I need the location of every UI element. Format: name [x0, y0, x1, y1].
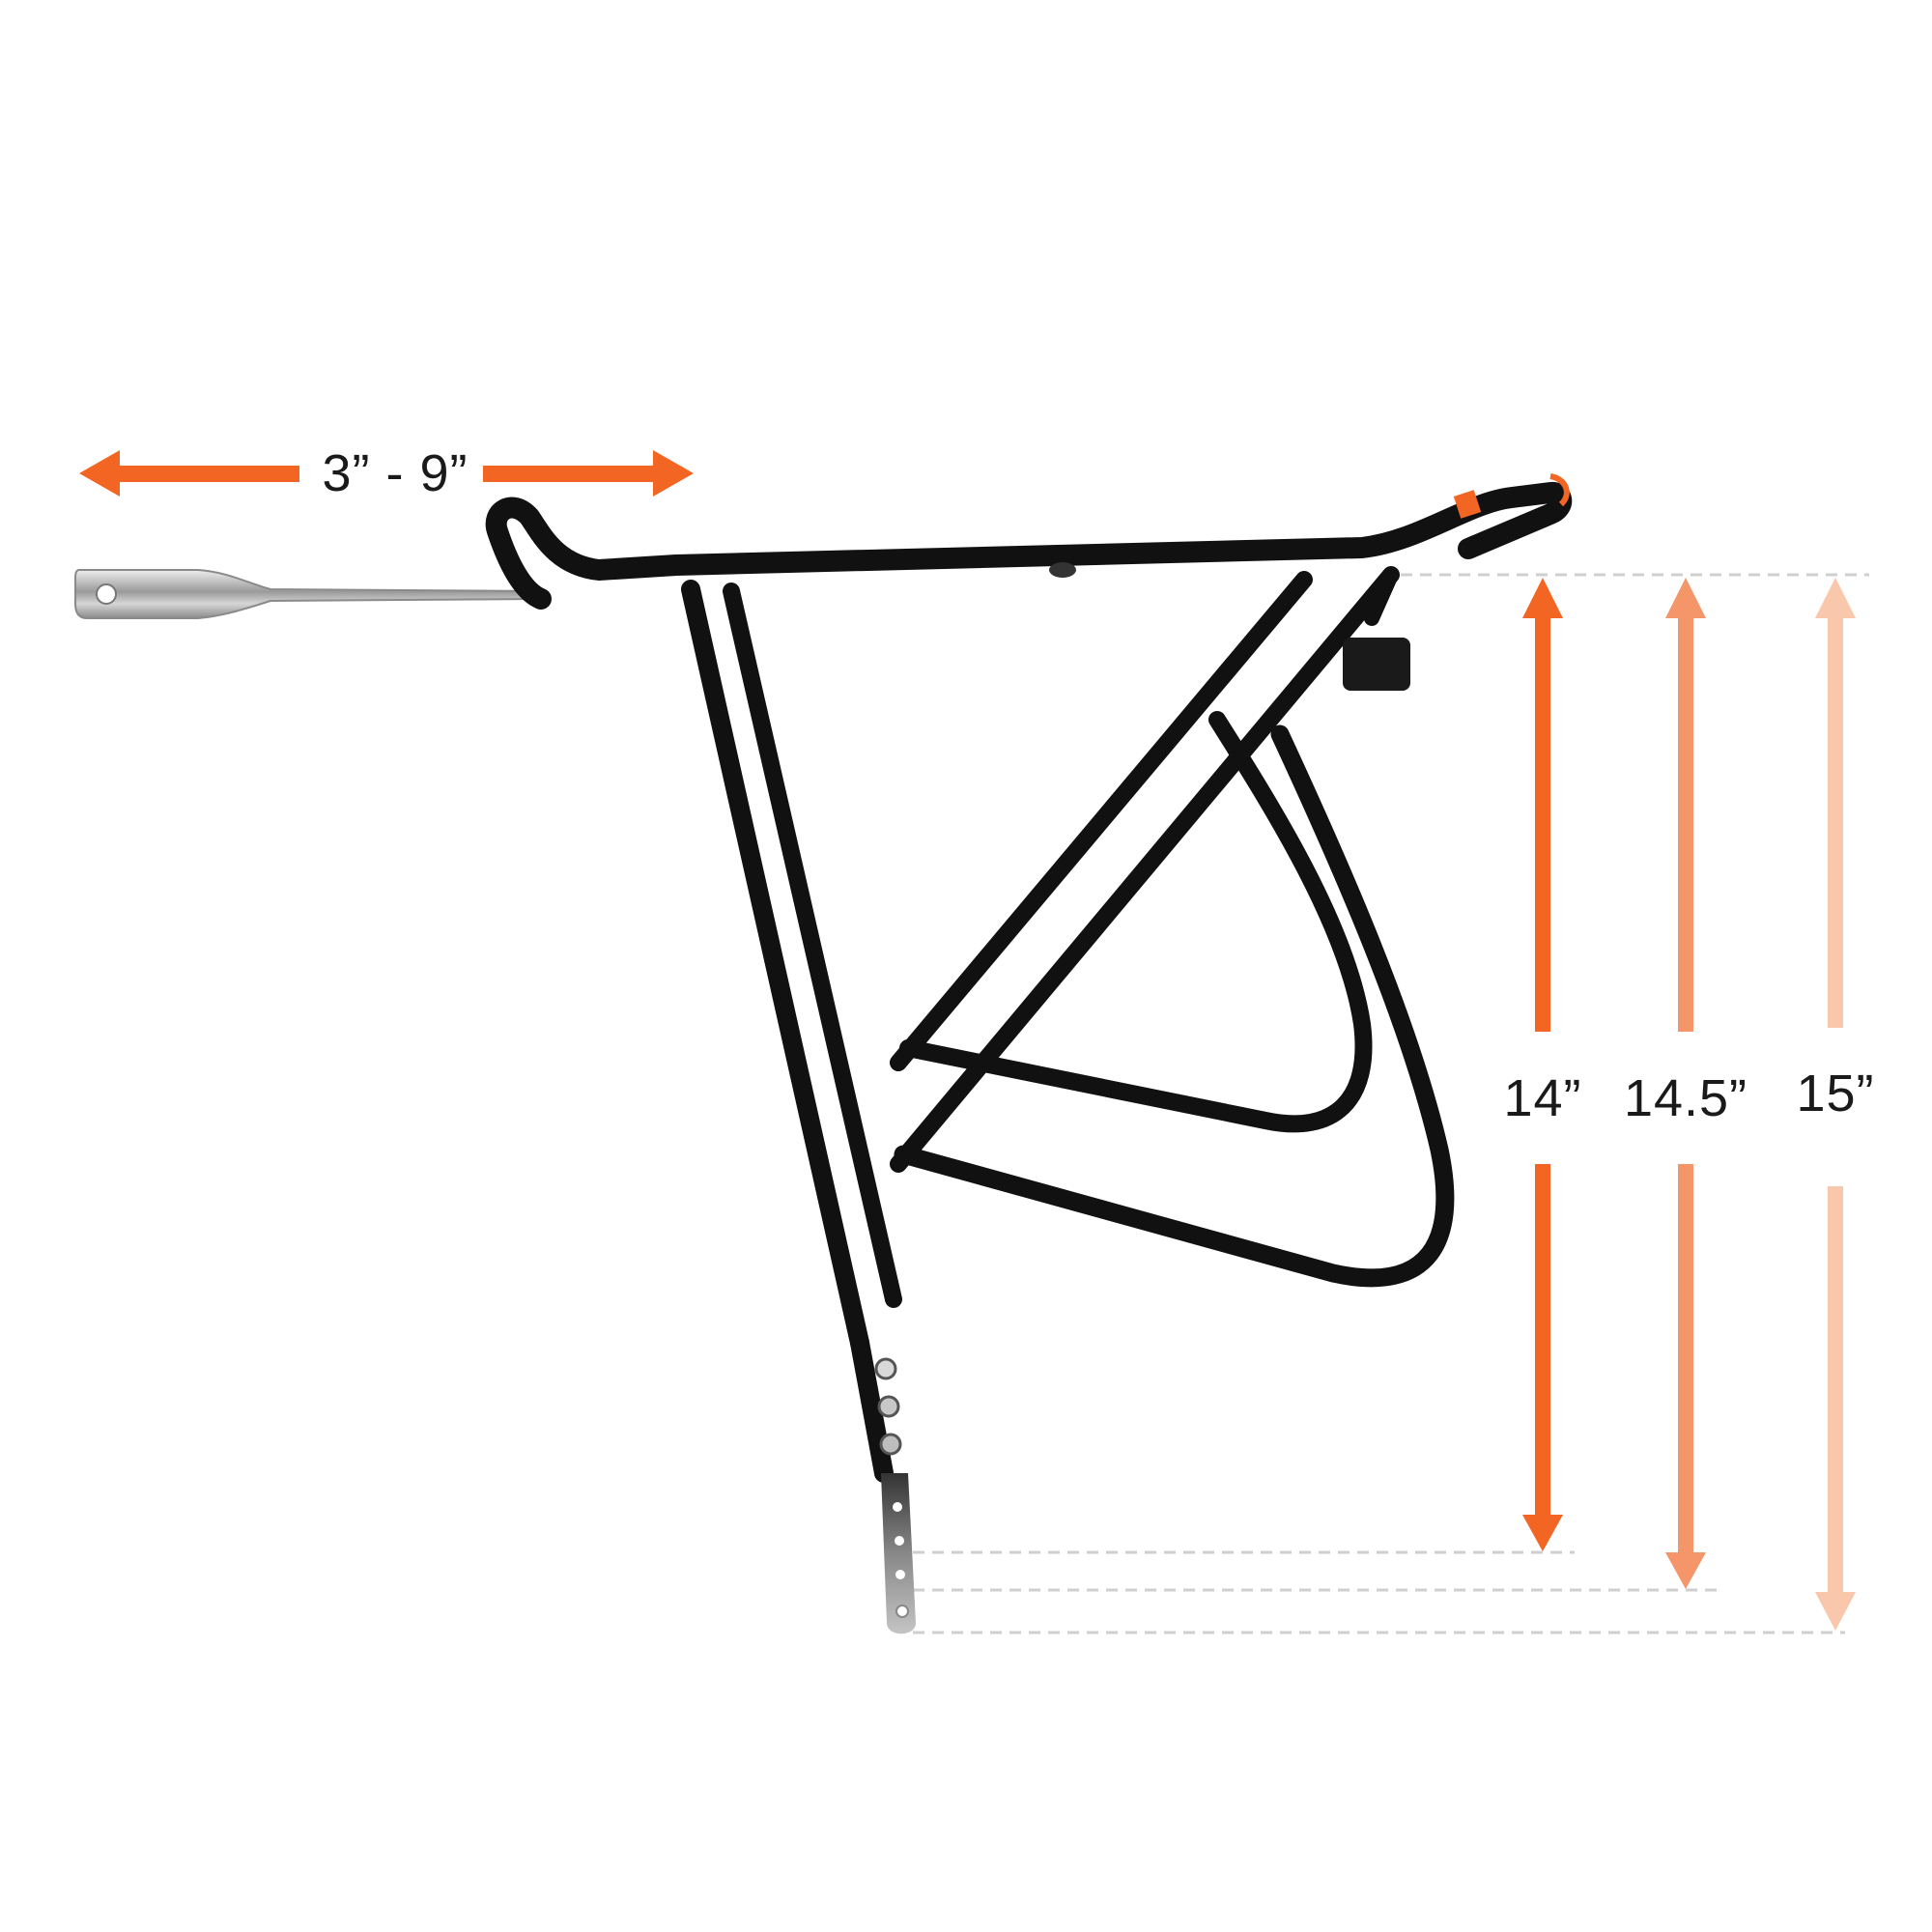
reflector-cap — [1549, 473, 1570, 507]
height-dimension-15: 15” — [1796, 578, 1874, 1631]
extension-arrow-right — [483, 450, 694, 497]
height-15-label: 15” — [1796, 1065, 1874, 1122]
extension-dimension: 3” - 9” — [79, 444, 694, 502]
rear-mount-bracket — [1343, 638, 1410, 691]
height-dimension-14-5: 14.5” — [1624, 578, 1747, 1589]
arrow-head-down — [1522, 1515, 1563, 1551]
arrow-head-up — [1522, 578, 1563, 618]
arrow-head-down — [1665, 1552, 1706, 1589]
adjustable-strut — [74, 569, 542, 619]
extension-range-label: 3” - 9” — [322, 444, 468, 502]
arrow-head-up — [1665, 578, 1706, 618]
height-14-label: 14” — [1503, 1069, 1581, 1127]
extension-arrow-left — [79, 450, 299, 497]
leg-extension-tip — [881, 1473, 916, 1634]
rack-frame — [485, 481, 1573, 1483]
arrow-head-up — [1815, 578, 1856, 618]
reflector-band — [1453, 490, 1482, 519]
arrow-head-down — [1815, 1592, 1856, 1631]
bike-rack-illustration — [74, 473, 1573, 1634]
height-dimension-14: 14” — [1503, 578, 1581, 1551]
guide-lines — [913, 573, 1869, 1634]
height-14-5-label: 14.5” — [1624, 1069, 1747, 1127]
strut-mount-hole — [96, 583, 117, 605]
rail-bolt — [1049, 562, 1076, 578]
leg-mount-holes — [874, 1357, 902, 1456]
